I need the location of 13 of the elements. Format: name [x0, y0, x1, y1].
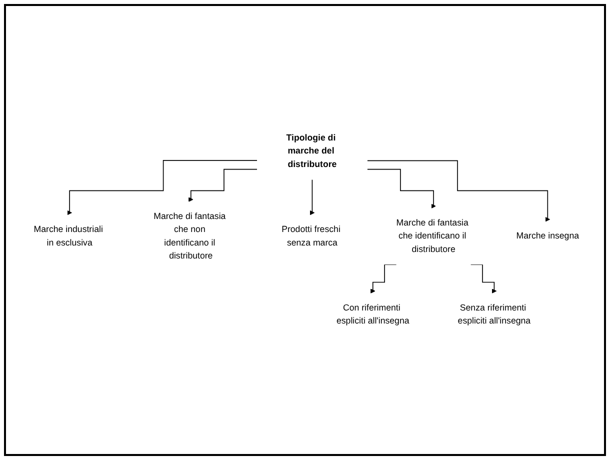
- node-text: Prodotti freschi senza marca: [282, 225, 340, 248]
- arrow: [366, 160, 550, 222]
- node-text: Con riferimenti espliciti all'insegna: [336, 303, 410, 326]
- node-text: Tipologie di marche del distributore: [286, 133, 337, 170]
- arrow: [366, 169, 436, 209]
- arrow: [67, 160, 258, 216]
- node-text: Senza riferimenti espliciti all'insegna: [458, 303, 531, 326]
- node-text: Marche insegna: [516, 232, 580, 242]
- node-text: Marche di fantasia che non identificano il distributore: [154, 212, 226, 261]
- arrow: [310, 179, 315, 216]
- node-text: Marche industriali in esclusiva: [34, 225, 103, 248]
- arrow: [188, 169, 258, 202]
- frame-border: Tipologie di marche del distributore Marche industriali in esclusiva Marche di fantasia che non identificano il distributore Prodotti freschi senza marca Marche di fantasia che identificano il distributore Marche insegna Con riferimenti espliciti all'insegna Senza riferimenti espliciti all'insegna: [4, 4, 606, 456]
